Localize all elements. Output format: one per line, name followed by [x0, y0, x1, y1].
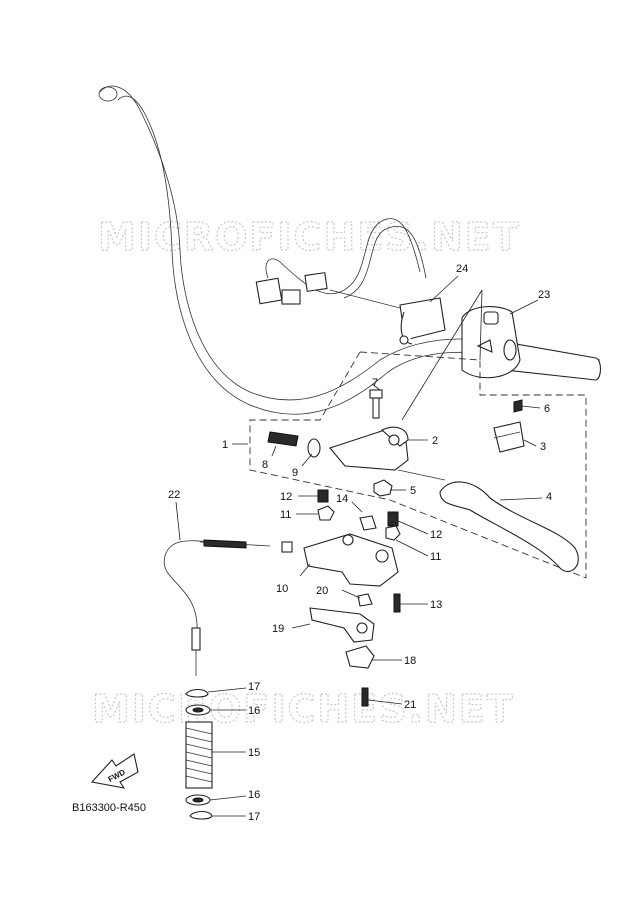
part-21-bolt — [361, 687, 369, 707]
callout-7: 7 — [372, 377, 378, 389]
part-20-collar — [357, 593, 373, 607]
callout-12b: 12 — [430, 529, 442, 541]
callout-17a: 17 — [248, 681, 260, 693]
assembly-1-boundary — [249, 351, 587, 579]
callout-20: 20 — [316, 585, 328, 597]
callout-4: 4 — [546, 491, 552, 503]
callout-6: 6 — [544, 403, 550, 415]
part-5-nut — [373, 479, 393, 497]
watermark-top: MICROFICHES.NET — [98, 215, 521, 259]
part-3-holder — [493, 421, 525, 453]
part-9-washer — [307, 438, 321, 458]
callout-5: 5 — [410, 485, 416, 497]
part-18-plate — [345, 645, 375, 669]
leader-lines — [175, 275, 543, 817]
callout-1: 1 — [222, 439, 228, 451]
callout-13: 13 — [430, 599, 442, 611]
part-23-switch — [461, 306, 521, 379]
callout-23: 23 — [538, 289, 550, 301]
part-12b-spring — [387, 511, 399, 527]
part-7-bolt — [369, 389, 383, 419]
part-17b-clip — [189, 810, 213, 820]
callout-3: 3 — [540, 441, 546, 453]
callout-10: 10 — [276, 583, 288, 595]
callout-18: 18 — [404, 655, 416, 667]
callout-11a: 11 — [280, 509, 291, 521]
part-14-collar — [359, 515, 377, 531]
callout-17b: 17 — [248, 811, 260, 823]
part-12a-spring — [317, 489, 329, 503]
callout-11b: 11 — [430, 551, 441, 563]
part-11b-nut — [385, 525, 401, 541]
part-6-screw — [513, 399, 523, 413]
part-10-housing — [303, 533, 399, 587]
callout-16a: 16 — [248, 705, 260, 717]
wire-harness — [255, 218, 427, 309]
part-16a-washer — [185, 704, 211, 716]
part-13-bolt — [393, 593, 401, 613]
callout-16b: 16 — [248, 789, 260, 801]
part-2-bracket — [329, 426, 409, 471]
part-22-cable — [163, 539, 293, 676]
diagram-code: B163300-R450 — [72, 802, 146, 814]
part-24-clamp — [399, 297, 446, 345]
part-11a-nut — [317, 505, 335, 521]
part-15-spring — [185, 721, 213, 789]
part-19-arm — [309, 607, 375, 643]
callout-24: 24 — [456, 263, 468, 275]
callout-12a: 12 — [280, 491, 292, 503]
callout-8: 8 — [262, 459, 268, 471]
fwd-arrow-icon: FWD — [90, 753, 139, 789]
part-4-lever — [397, 469, 579, 573]
callout-2: 2 — [432, 435, 438, 447]
callout-19: 19 — [272, 623, 284, 635]
handlebar — [98, 85, 602, 415]
callout-22: 22 — [168, 489, 180, 501]
part-17a-clip — [185, 688, 209, 698]
callout-14: 14 — [336, 493, 348, 505]
part-8-screw — [267, 431, 299, 447]
watermark-bottom: MICROFICHES.NET — [92, 687, 515, 731]
callout-9: 9 — [292, 467, 298, 479]
callout-21: 21 — [404, 699, 416, 711]
callout-15: 15 — [248, 747, 260, 759]
part-16b-washer — [185, 794, 211, 806]
